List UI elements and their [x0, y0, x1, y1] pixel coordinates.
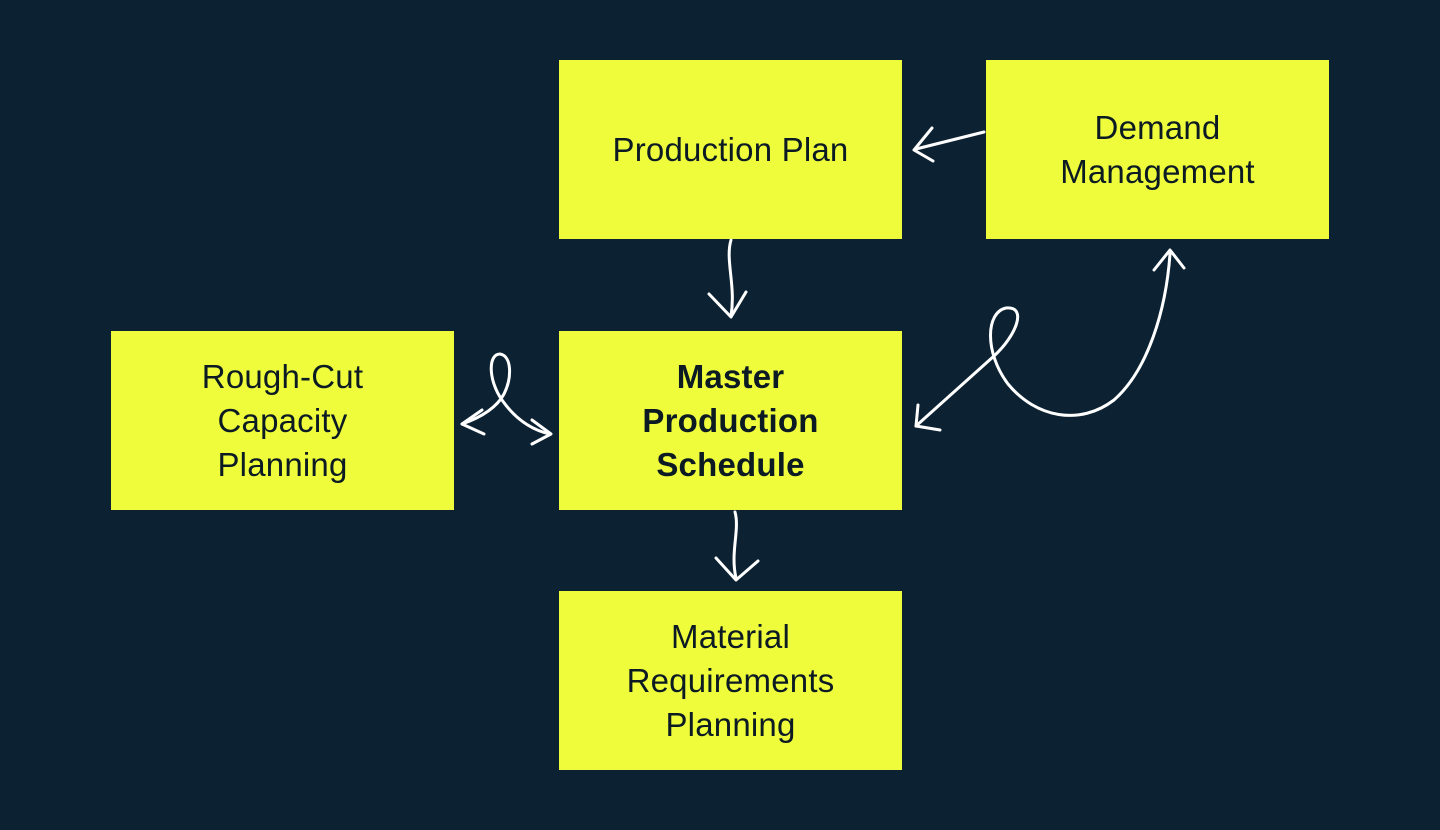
material-requirements-planning-label: Material Requirements Planning — [626, 617, 835, 743]
arrow-rccp-mps-loop — [460, 352, 553, 446]
arrow-demand-to-production-plan — [912, 126, 986, 163]
rough-cut-capacity-planning-label: Rough-Cut Capacity Planning — [201, 357, 364, 483]
arrow-production-plan-to-mps — [707, 238, 748, 319]
arrow-mps-to-mrp — [714, 510, 760, 582]
demand-management-node: Demand Management — [986, 60, 1329, 239]
arrow-mps-demand-loop — [914, 248, 1186, 432]
production-plan-label: Production Plan — [612, 130, 849, 168]
rough-cut-capacity-planning-node: Rough-Cut Capacity Planning — [111, 331, 454, 510]
production-plan-node: Production Plan — [559, 60, 902, 239]
demand-management-label: Demand Management — [1060, 108, 1255, 190]
material-requirements-planning-node: Material Requirements Planning — [559, 591, 902, 770]
master-production-schedule-label: Master Production Schedule — [642, 357, 819, 483]
master-production-schedule-node: Master Production Schedule — [559, 331, 902, 510]
